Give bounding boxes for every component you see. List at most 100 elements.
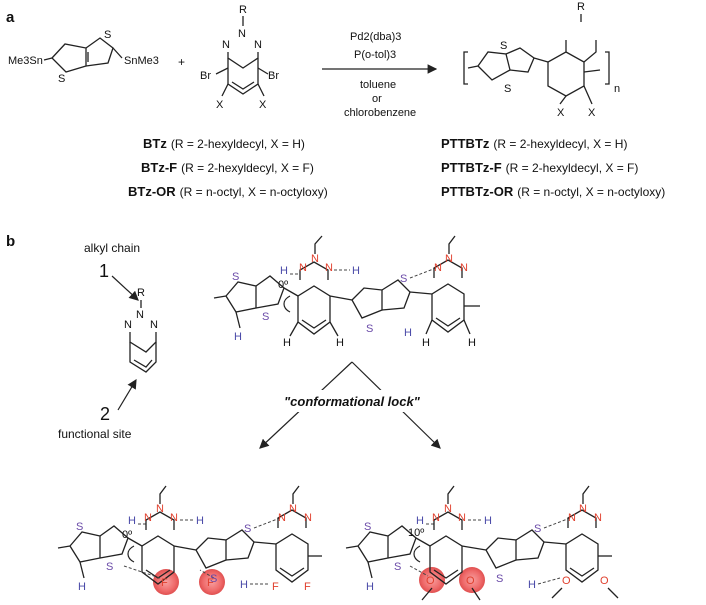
alkyl-chain-label: alkyl chain (84, 241, 140, 255)
n-atom-4: N (434, 262, 442, 274)
h-atom-3: H (336, 337, 344, 349)
monomer-row-3: BTz-OR(R = n-octyl, X = n-octyloxy) (128, 184, 328, 199)
f-atom-1: F (161, 577, 168, 589)
h-atom-7: H (422, 337, 430, 349)
conformational-lock-label: "conformational lock" (284, 394, 421, 409)
reaction-conditions: Pd2(dba)3 P(o-tol)3 toluene or chloroben… (322, 31, 438, 119)
polymer-x-right: X (588, 107, 596, 119)
polymer-list: PTTBTz(R = 2-hexyldecyl, X = H) PTTBTz-F… (441, 136, 665, 199)
polymer-structure: S S R X X n (463, 1, 620, 119)
f-s-atom-1: S (76, 521, 83, 533)
fluoro-oligomer: S S H 0º F H N N N H F S S H F F N (57, 485, 322, 595)
n-atom-1: N (299, 262, 307, 274)
f-s-atom-4: S (210, 573, 217, 585)
f-atom-3: F (272, 581, 279, 593)
f-n-atom-1: N (144, 512, 152, 524)
small-n-right: N (150, 319, 158, 331)
snme3-group: SnMe3 (124, 55, 159, 67)
o-n-atom-3: N (458, 512, 466, 524)
fluorine-highlight-1 (153, 569, 179, 595)
n-atom-5: N (445, 253, 453, 265)
monomer-n-left: N (222, 39, 230, 51)
o-h-atom-4: H (528, 579, 536, 591)
thienothiophene-distannane: Me3Sn SnMe3 S S (8, 29, 159, 85)
f-s-atom-2: S (106, 561, 113, 573)
f-n-atom-6: N (304, 512, 312, 524)
polymer-row-3: PTTBTz-OR(R = n-octyl, X = n-octyloxy) (441, 184, 665, 199)
polymer-r: R (577, 1, 585, 13)
angle-left: 0º (122, 529, 132, 541)
h-atom-5: H (352, 265, 360, 277)
n-atom-3: N (325, 262, 333, 274)
lock-label-bg (256, 390, 452, 412)
o-atom-1: O (426, 575, 435, 587)
o-s-atom-1: S (364, 521, 371, 533)
h-atom-8: H (468, 337, 476, 349)
polymer-x-left: X (557, 107, 565, 119)
reagent-s-top: S (104, 29, 111, 41)
monomer-row-2: BTz-F(R = 2-hexyldecyl, X = F) (141, 160, 314, 175)
polymer-s-bottom: S (504, 83, 511, 95)
n-atom-6: N (460, 262, 468, 274)
monomer-x-left: X (216, 99, 224, 111)
monomer-r: R (239, 4, 247, 16)
o-s-atom-3: S (534, 523, 541, 535)
o-h-atom-2: H (416, 515, 424, 527)
fluorine-highlight-2 (199, 569, 225, 595)
small-n-left: N (124, 319, 132, 331)
solvent-chlorobenzene: chlorobenzene (344, 107, 416, 119)
plus-sign: + (178, 55, 185, 69)
monomer-n-right: N (254, 39, 262, 51)
site-number-2: 2 (100, 404, 110, 424)
o-n-atom-2: N (444, 503, 452, 515)
panel-b-label: b (6, 233, 15, 250)
panel-a-label: a (6, 9, 15, 26)
h-atom-1: H (234, 331, 242, 343)
n-atom-2: N (311, 253, 319, 265)
o-s-atom-2: S (394, 561, 401, 573)
catalyst-ligand: P(o-tol)3 (354, 49, 396, 61)
monomer-br-right: Br (268, 70, 279, 82)
s-atom-4: S (366, 323, 373, 335)
monomer-br-left: Br (200, 70, 211, 82)
o-n-atom-1: N (432, 512, 440, 524)
o-atom-3: O (562, 575, 571, 587)
top-oligomer: S S H 0º H H H N N N H S S H H H N N (213, 235, 480, 349)
polymer-n-subscript: n (614, 83, 620, 95)
o-h-atom-1: H (366, 581, 374, 593)
f-h-atom-3: H (196, 515, 204, 527)
reagent-s-bottom: S (58, 73, 65, 85)
polymer-row-2: PTTBTz-F(R = 2-hexyldecyl, X = F) (441, 160, 638, 175)
monomer-n-top: N (238, 28, 246, 40)
o-atom-4: O (600, 575, 609, 587)
solvent-toluene: toluene (360, 79, 396, 91)
polymer-s-top: S (500, 40, 507, 52)
h-atom-6: H (404, 327, 412, 339)
small-r: R (137, 287, 145, 299)
monomer-row-1: BTz(R = 2-hexyldecyl, X = H) (143, 136, 305, 151)
f-h-atom-1: H (78, 581, 86, 593)
site-number-1: 1 (99, 261, 109, 281)
h-atom-4: H (280, 265, 288, 277)
o-n-atom-4: N (568, 512, 576, 524)
oxygen-highlight-2 (459, 567, 485, 593)
o-h-atom-3: H (484, 515, 492, 527)
s-atom-1: S (232, 271, 239, 283)
h-atom-2: H (283, 337, 291, 349)
functional-site-label: functional site (58, 427, 132, 441)
o-n-atom-6: N (594, 512, 602, 524)
f-atom-2: F (207, 577, 214, 589)
s-atom-2: S (262, 311, 269, 323)
o-s-atom-4: S (496, 573, 503, 585)
s-atom-3: S (400, 273, 407, 285)
f-n-atom-4: N (278, 512, 286, 524)
solvent-or: or (372, 93, 382, 105)
f-n-atom-2: N (156, 503, 164, 515)
f-atom-4: F (304, 581, 311, 593)
f-n-atom-3: N (170, 512, 178, 524)
polymer-row-1: PTTBTz(R = 2-hexyldecyl, X = H) (441, 136, 627, 151)
monomer-list: BTz(R = 2-hexyldecyl, X = H) BTz-F(R = 2… (128, 136, 328, 199)
f-h-atom-4: H (240, 579, 248, 591)
angle-top: 0º (278, 279, 288, 291)
